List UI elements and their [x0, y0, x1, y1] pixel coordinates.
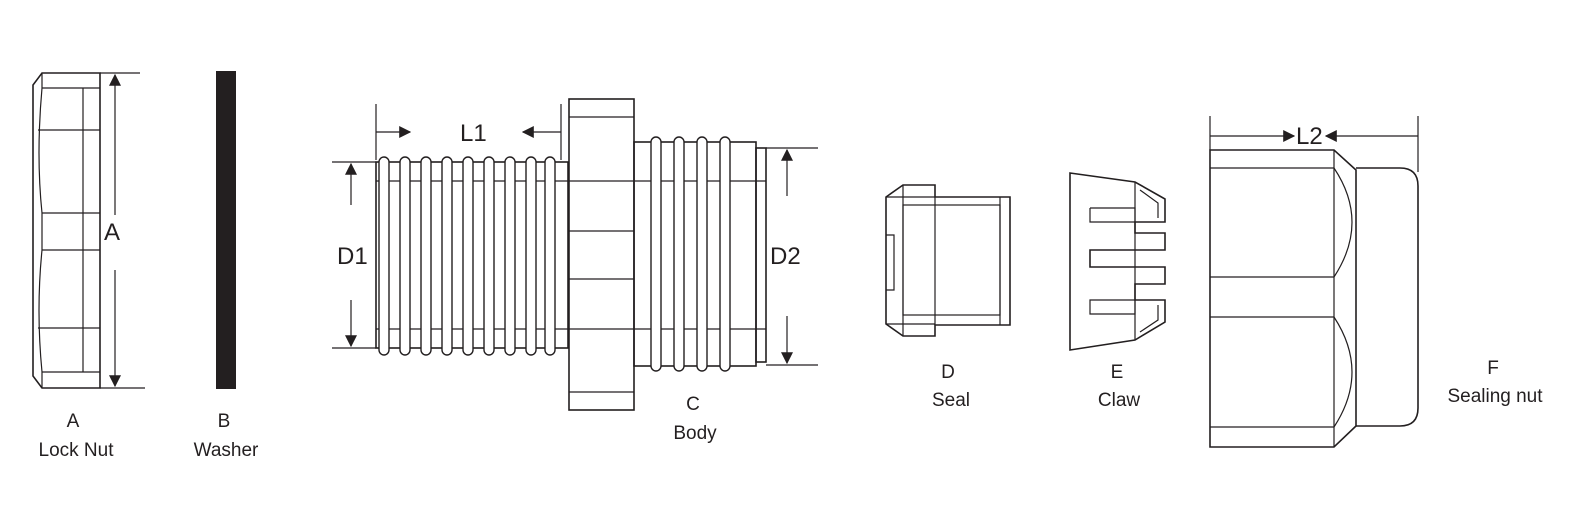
dimension-a-label: A	[104, 219, 120, 246]
part-name-washer-label: Washer	[194, 440, 259, 461]
dimension-l1-label: L1	[460, 120, 487, 147]
dimension-l2-label: L2	[1296, 123, 1323, 150]
dimension-d1-label: D1	[337, 243, 368, 270]
body-part	[332, 98, 818, 411]
part-code-c: C	[686, 394, 700, 415]
claw-part	[1069, 172, 1166, 351]
right-thread-coils	[650, 136, 731, 372]
part-code-b: B	[218, 411, 231, 432]
part-code-e: E	[1111, 362, 1124, 383]
washer-part	[216, 71, 236, 389]
seal-part	[885, 184, 1011, 337]
left-thread-coils	[378, 156, 556, 356]
part-code-a: A	[67, 411, 80, 432]
part-name-claw: Claw	[1098, 390, 1141, 411]
sealing-nut-part	[1209, 116, 1419, 448]
dimension-d2-label: D2	[770, 243, 801, 270]
part-name-sealing-nut: Sealing nut	[1447, 386, 1543, 407]
part-name-seal: Seal	[932, 390, 970, 411]
part-code-f: F	[1487, 358, 1499, 379]
part-name-body: Body	[673, 423, 717, 444]
lock-nut-part	[32, 72, 145, 389]
part-code-d: D	[941, 362, 955, 383]
part-name-lock-nut: Lock Nut	[39, 440, 115, 461]
